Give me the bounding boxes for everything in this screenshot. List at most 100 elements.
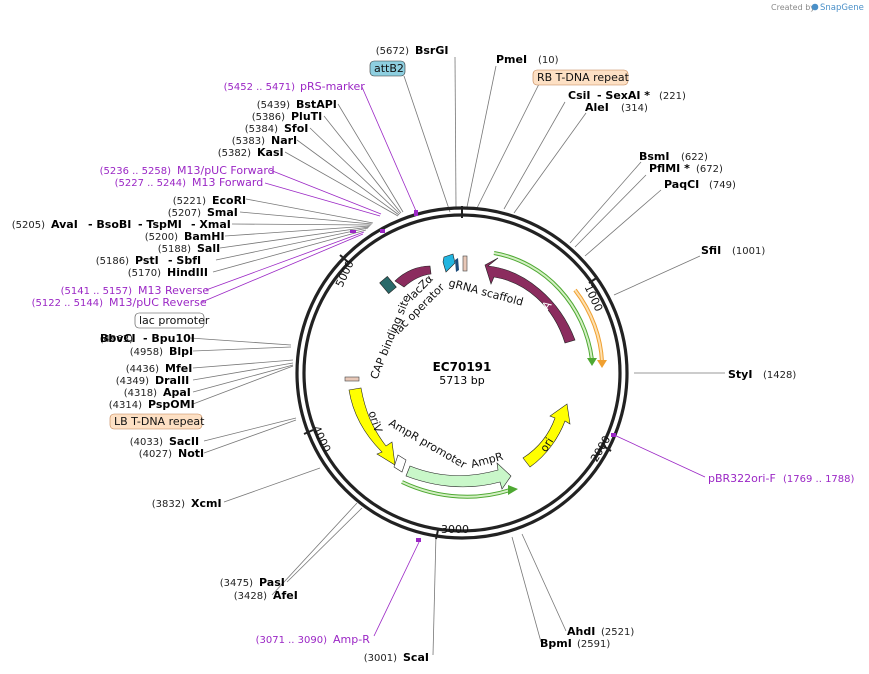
- primer-name: M13 Reverse: [138, 284, 209, 297]
- primer-range: (5452 .. 5471): [224, 82, 296, 93]
- enzyme-name: PaqCI: [664, 178, 699, 191]
- lb-tdna-label: LB T-DNA repeat: [114, 415, 205, 428]
- primer-range: (3071 .. 3090): [256, 635, 328, 646]
- enzyme-name: ApaI: [163, 386, 191, 399]
- enzyme-name: BstAPI: [296, 98, 337, 111]
- enzyme-pos: (5188): [158, 244, 191, 255]
- attB2-label: attB2: [374, 62, 404, 75]
- enzyme-pos: (5382): [218, 148, 251, 159]
- green-arrow-top-head: [587, 358, 597, 366]
- enzyme-name: BsrGI: [415, 44, 448, 57]
- credit-brand: SnapGene: [820, 3, 864, 13]
- enzyme-name: PspOMI: [148, 398, 195, 411]
- primer-range: (1769 .. 1788): [783, 474, 855, 485]
- primer-name: Amp-R: [333, 633, 370, 646]
- green-arrow-bottom-inner: [401, 481, 511, 498]
- enzyme-name: PluTI: [291, 110, 322, 123]
- enzyme-name: - BsoBI: [88, 218, 131, 231]
- primer-range: (5122 .. 5144): [32, 298, 104, 309]
- primer-marks: [350, 210, 616, 542]
- enzyme-name: - SexAI *: [597, 89, 650, 102]
- tick-label-4000: 4000: [310, 424, 334, 455]
- enzyme-name: DraIII: [155, 374, 189, 387]
- enzyme-name: BamHI: [184, 230, 225, 243]
- enzyme-pos: (221): [659, 91, 686, 102]
- feature-oriV: [348, 387, 396, 466]
- enzyme-pos: (3832): [152, 499, 185, 510]
- enzyme-name: BpmI: [540, 637, 572, 650]
- feature-cap-site-label: CAP binding site: [368, 293, 414, 381]
- feature-ori: [522, 403, 571, 468]
- lac-promoter-label: lac promoter: [139, 314, 210, 327]
- credit-prefix: Created by: [771, 3, 815, 12]
- tick-marks: [303, 206, 612, 540]
- enzyme-labels-left: (5672) BsrGI (5439) BstAPI (5386) PluTI …: [12, 44, 449, 664]
- enzyme-name: - XmaI: [191, 218, 231, 231]
- primer-name: M13 Forward: [192, 176, 263, 189]
- enzyme-name: PstI: [135, 254, 159, 267]
- feature-ampR-promoter: [393, 454, 407, 473]
- enzyme-name: SacII: [169, 435, 199, 448]
- enzyme-pos: (5207): [168, 208, 201, 219]
- enzyme-pos: (5383): [232, 136, 265, 147]
- enzyme-name: BbvCI: [100, 332, 136, 345]
- enzyme-name: AvaI: [51, 218, 78, 231]
- enzyme-name: AhdI: [567, 625, 595, 638]
- orange-arrow-inner: [574, 289, 603, 363]
- snapgene-logo-icon: [811, 3, 819, 11]
- plasmid-size: 5713 bp: [439, 374, 484, 387]
- enzyme-name: XcmI: [191, 497, 222, 510]
- enzyme-pos: (10): [538, 55, 559, 66]
- enzyme-name: NotI: [178, 447, 204, 460]
- primer-name: pBR322ori-F: [708, 472, 776, 485]
- enzyme-pos: (2591): [577, 639, 610, 650]
- enzyme-pos: (4314): [109, 400, 142, 411]
- feature-lac-operator-box: [379, 276, 397, 294]
- enzyme-name: SfoI: [284, 122, 308, 135]
- enzyme-name: EcoRI: [212, 194, 246, 207]
- enzyme-pos: (5205): [12, 220, 45, 231]
- primer-name: M13/pUC Forward: [177, 164, 275, 177]
- lb-tdna-box: [109, 413, 203, 430]
- enzyme-labels-right: PmeI (10) CsiI - SexAI * (221) AleI (314…: [496, 53, 796, 650]
- enzyme-pos: (4027): [139, 449, 172, 460]
- enzyme-pos: (3428): [234, 591, 267, 602]
- green-arrow-bottom-head: [508, 485, 518, 495]
- primer-leader-lines: [201, 86, 706, 637]
- enzyme-name: BsmI: [639, 150, 670, 163]
- enzyme-pos: (3475): [220, 578, 253, 589]
- enzyme-name: - TspMI: [138, 218, 182, 231]
- enzyme-pos: (5221): [173, 196, 206, 207]
- enzyme-name: SfiI: [701, 244, 721, 257]
- enzyme-name: - SbfI: [168, 254, 201, 267]
- enzyme-pos: (3001): [364, 653, 397, 664]
- enzyme-pos: (4963): [100, 334, 133, 345]
- leader-lines: [189, 56, 725, 656]
- enzyme-name: SalI: [197, 242, 220, 255]
- attB2-box: [369, 60, 406, 77]
- primer-labels: (5452 .. 5471) pRS-marker (5236 .. 5258)…: [32, 80, 855, 646]
- primer-name: pRS-marker: [300, 80, 365, 93]
- enzyme-pos: (5170): [128, 268, 161, 279]
- orange-arrow-head: [597, 360, 607, 368]
- enzyme-name: BlpI: [169, 345, 193, 358]
- feature-gRNA-cyan: [442, 253, 456, 273]
- enzyme-pos: (5200): [145, 232, 178, 243]
- enzyme-pos: (4033): [130, 437, 163, 448]
- rb-tdna-box: [532, 69, 629, 86]
- enzyme-pos: (5186): [96, 256, 129, 267]
- enzyme-pos: (672): [696, 164, 723, 175]
- enzyme-pos: (4958): [130, 347, 163, 358]
- enzyme-pos: (2521): [601, 627, 634, 638]
- tick-label-3000: 3000: [441, 523, 469, 536]
- green-arrow-top-inner: [493, 252, 593, 361]
- enzyme-name: PflMI *: [649, 162, 690, 175]
- enzyme-pos: (622): [681, 152, 708, 163]
- enzyme-pos: (314): [621, 103, 648, 114]
- enzyme-name: CsiI: [568, 89, 590, 102]
- enzyme-name: AfeI: [273, 589, 298, 602]
- enzyme-name: PmeI: [496, 53, 527, 66]
- lac-promoter-box: [134, 312, 205, 329]
- feature-trfA: [484, 257, 576, 344]
